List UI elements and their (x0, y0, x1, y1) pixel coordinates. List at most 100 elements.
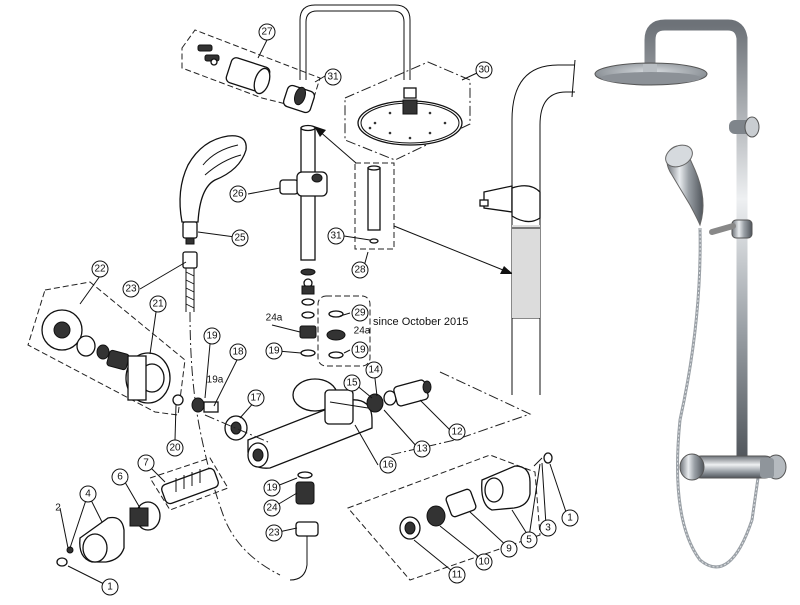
callout-number: 3 (545, 523, 551, 534)
callout-c2: 2 (55, 503, 61, 514)
callout-c18: 18 (229, 343, 247, 361)
callout-number: 24a (266, 313, 283, 324)
callout-c30: 30 (475, 61, 493, 79)
callout-number: 6 (117, 472, 123, 483)
callout-circle (475, 553, 493, 571)
callout-c21: 21 (149, 295, 167, 313)
callout-circle (101, 578, 119, 596)
callout-circle (365, 361, 383, 379)
callout-circle (351, 304, 369, 322)
overhead-shower-head (344, 61, 471, 161)
callout-c22: 22 (91, 260, 109, 278)
callout-circle (343, 374, 361, 392)
callout-c3: 3 (539, 519, 557, 537)
flow-handle-group (347, 452, 553, 581)
riser-detail-view (479, 59, 576, 395)
callout-number: 7 (143, 458, 149, 469)
hand-shower (179, 135, 247, 245)
callout-c23b: 23 (265, 524, 283, 542)
valve-seat-stack (299, 285, 317, 357)
callout-c24a2: 24a (354, 326, 371, 337)
callout-c25: 25 (231, 229, 249, 247)
callout-c27: 27 (258, 23, 276, 41)
callout-circle (166, 439, 184, 457)
callout-c31a: 31 (324, 68, 342, 86)
product-photo (594, 19, 787, 569)
callout-circle (475, 61, 493, 79)
callout-number: 24a (354, 326, 371, 337)
highlighted-section (512, 225, 540, 318)
callout-c29: 29 (351, 304, 369, 322)
callout-c4: 4 (79, 485, 97, 503)
callout-circle (324, 68, 342, 86)
callout-c13: 13 (413, 440, 431, 458)
callout-number: 4 (85, 489, 91, 500)
callout-c31b: 31 (327, 227, 345, 245)
callout-c24: 24 (263, 499, 281, 517)
callout-number: 18 (232, 347, 244, 358)
callout-number: 19 (354, 345, 366, 356)
callout-circle (263, 479, 281, 497)
callout-number: 27 (261, 27, 273, 38)
callout-c24a1: 24a (266, 313, 283, 324)
callout-circle (122, 280, 140, 298)
callout-c23a: 23 (122, 280, 140, 298)
since-oct-2015-group (317, 295, 371, 367)
callout-number: 2 (55, 503, 61, 514)
shower-hose (182, 251, 281, 576)
callout-number: 19a (207, 375, 224, 386)
callout-circle (561, 509, 579, 527)
axis-line (204, 414, 269, 443)
callout-c16: 16 (379, 456, 397, 474)
callout-c9: 9 (500, 540, 518, 558)
callout-number: 31 (327, 72, 339, 83)
callout-number: 29 (354, 308, 366, 319)
callout-number: 11 (452, 570, 463, 581)
callout-circle (539, 519, 557, 537)
callout-circle (149, 295, 167, 313)
callout-c1b: 1 (561, 509, 579, 527)
callout-circle (413, 440, 431, 458)
callout-circle (351, 341, 369, 359)
callout-circle (265, 524, 283, 542)
callout-circle (91, 260, 109, 278)
callout-circle (137, 454, 155, 472)
callout-circle (265, 342, 283, 360)
callout-c10: 10 (475, 553, 493, 571)
callout-c19d: 19 (263, 479, 281, 497)
extension-pipe-28 (354, 162, 395, 250)
callout-circle (520, 531, 538, 549)
callout-number: 16 (382, 460, 394, 471)
callout-circle (203, 327, 221, 345)
arrow-head (500, 266, 513, 274)
arrow-line (317, 129, 357, 164)
callout-number: 9 (506, 544, 512, 555)
callout-circle (500, 540, 518, 558)
callout-c26: 26 (229, 185, 247, 203)
callout-circle (379, 456, 397, 474)
arrow-head (314, 126, 326, 137)
callout-number: 31 (330, 231, 342, 242)
callout-circle (229, 185, 247, 203)
callout-number: 21 (152, 299, 164, 310)
callout-number: 15 (346, 378, 358, 389)
callout-circle (327, 227, 345, 245)
shower-arm (299, 4, 411, 80)
callout-c14: 14 (365, 361, 383, 379)
callout-number: 23 (125, 284, 137, 295)
callout-c11: 11 (448, 566, 466, 584)
hose-connector (289, 471, 319, 581)
callout-circle (231, 229, 249, 247)
temperature-handle (56, 516, 125, 567)
callout-number: 28 (354, 265, 366, 276)
part-6-shape (129, 501, 161, 531)
callout-number: 26 (232, 189, 244, 200)
right-cartridge (366, 379, 432, 413)
callout-c6: 6 (111, 468, 129, 486)
callout-circle (263, 499, 281, 517)
part-27-group (181, 29, 321, 114)
callout-c20: 20 (166, 439, 184, 457)
callout-number: 5 (526, 535, 532, 546)
